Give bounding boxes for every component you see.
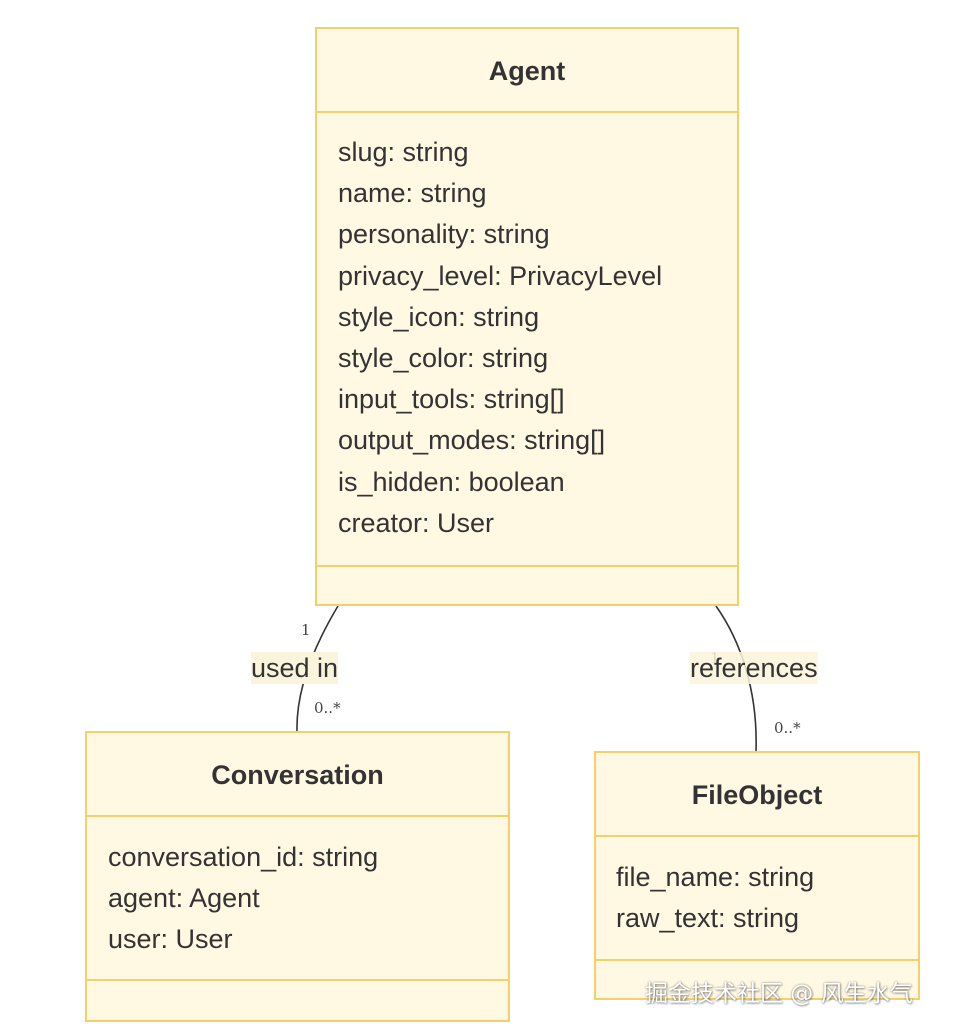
attribute: personality: string bbox=[338, 219, 550, 250]
watermark: 掘金技术社区 @ 风生水气 bbox=[645, 981, 913, 1007]
class-fileobject[interactable]: FileObject file_name: string raw_text: s… bbox=[594, 751, 920, 1000]
cardinality-agent-used-in: 1 bbox=[301, 621, 311, 639]
attribute: privacy_level: PrivacyLevel bbox=[338, 260, 663, 291]
attribute: output_modes: string[] bbox=[338, 425, 606, 456]
class-title: Conversation bbox=[87, 733, 508, 817]
attribute: file_name: string bbox=[616, 862, 815, 892]
class-conversation[interactable]: Conversation conversation_id: string age… bbox=[85, 731, 510, 1022]
attribute: user: User bbox=[108, 924, 233, 955]
attribute: agent: Agent bbox=[108, 883, 260, 914]
attribute: slug: string bbox=[338, 137, 469, 167]
attribute: is_hidden: boolean bbox=[338, 466, 565, 497]
class-attributes: conversation_id: string agent: Agent use… bbox=[87, 817, 508, 981]
class-title: Agent bbox=[317, 29, 737, 113]
class-attributes: slug: string name: string personality: s… bbox=[317, 113, 737, 567]
class-title: FileObject bbox=[596, 753, 918, 837]
attribute: raw_text: string bbox=[616, 903, 800, 934]
class-agent[interactable]: Agent slug: string name: string personal… bbox=[315, 27, 739, 606]
edge-label-used-in: used in bbox=[251, 652, 339, 684]
attribute: input_tools: string[] bbox=[338, 384, 565, 415]
edge-label-references: references bbox=[690, 652, 818, 684]
cardinality-fileobject: 0..* bbox=[774, 719, 801, 737]
class-attributes: file_name: string raw_text: string bbox=[596, 837, 918, 961]
attribute: style_icon: string bbox=[338, 301, 540, 332]
attribute: conversation_id: string bbox=[108, 842, 379, 872]
cardinality-conversation: 0..* bbox=[314, 699, 341, 717]
attribute: creator: User bbox=[338, 507, 495, 538]
attribute: name: string bbox=[338, 178, 487, 209]
attribute: style_color: string bbox=[338, 343, 549, 374]
